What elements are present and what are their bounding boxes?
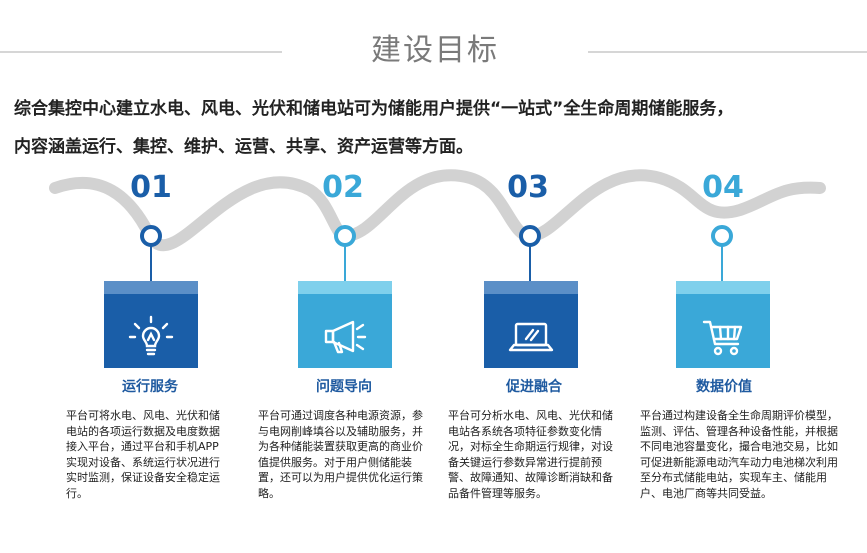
card-body: [104, 294, 198, 368]
timeline-dot: [140, 225, 162, 247]
intro-line-2: 内容涵盖运行、集控、维护、运营、共享、资产运营等方面。: [14, 137, 473, 157]
connector-line: [344, 245, 346, 281]
step-label: 数据价值: [696, 379, 752, 395]
laptop-icon: [508, 322, 554, 352]
card-band: [676, 281, 770, 294]
card-body: [298, 294, 392, 368]
megaphone-icon: [324, 320, 367, 354]
step-card: [298, 281, 392, 368]
page-title: 建设目标: [371, 33, 499, 68]
step-card: [104, 281, 198, 368]
step-description: 平台通过构建设备全生命周期评价模型，监测、评估、管理各种设备性能，并根据不同电池…: [640, 409, 838, 500]
step-label: 促进融合: [506, 379, 562, 395]
step-description: 平台可分析水电、风电、光伏和储电站各系统各项特征参数变化情况，对标全生命期运行规…: [448, 409, 613, 500]
step-card: [484, 281, 578, 368]
timeline-dot: [519, 225, 541, 247]
step-label: 问题导向: [316, 379, 372, 395]
timeline-dots: [140, 225, 733, 247]
step-label: 运行服务: [122, 379, 178, 395]
shopping-cart-icon: [702, 320, 743, 356]
title-row: 建设目标: [0, 28, 867, 74]
step-description: 平台可通过调度各种电源资源，参与电网削峰填谷以及辅助服务，并为各种储能装置获取更…: [258, 409, 423, 500]
intro-line-1: 综合集控中心建立水电、风电、光伏和储电站可为储能用户提供“一站式”全生命周期储能…: [14, 99, 734, 119]
step-description: 平台可将水电、风电、光伏和储电站的各项运行数据及电度数据接入平台，通过平台和手机…: [66, 409, 220, 500]
step-number: 01: [130, 170, 172, 205]
connector-line: [529, 245, 531, 281]
step-number: 02: [322, 170, 364, 205]
step-card: [676, 281, 770, 368]
card-body: [676, 294, 770, 368]
card-band: [298, 281, 392, 294]
step-number: 03: [507, 170, 549, 205]
intro-paragraph: 综合集控中心建立水电、风电、光伏和储电站可为储能用户提供“一站式”全生命周期储能…: [14, 90, 864, 166]
card-body: [484, 294, 578, 368]
timeline-wave: [49, 169, 826, 251]
timeline-dot: [334, 225, 356, 247]
title-divider-left: [0, 51, 282, 53]
timeline-dot: [711, 225, 733, 247]
lightbulb-icon: [128, 315, 174, 356]
title-divider-right: [588, 51, 867, 53]
connector-line: [721, 245, 723, 281]
connector-line: [150, 245, 152, 281]
step-number: 04: [702, 170, 744, 205]
card-band: [484, 281, 578, 294]
card-band: [104, 281, 198, 294]
